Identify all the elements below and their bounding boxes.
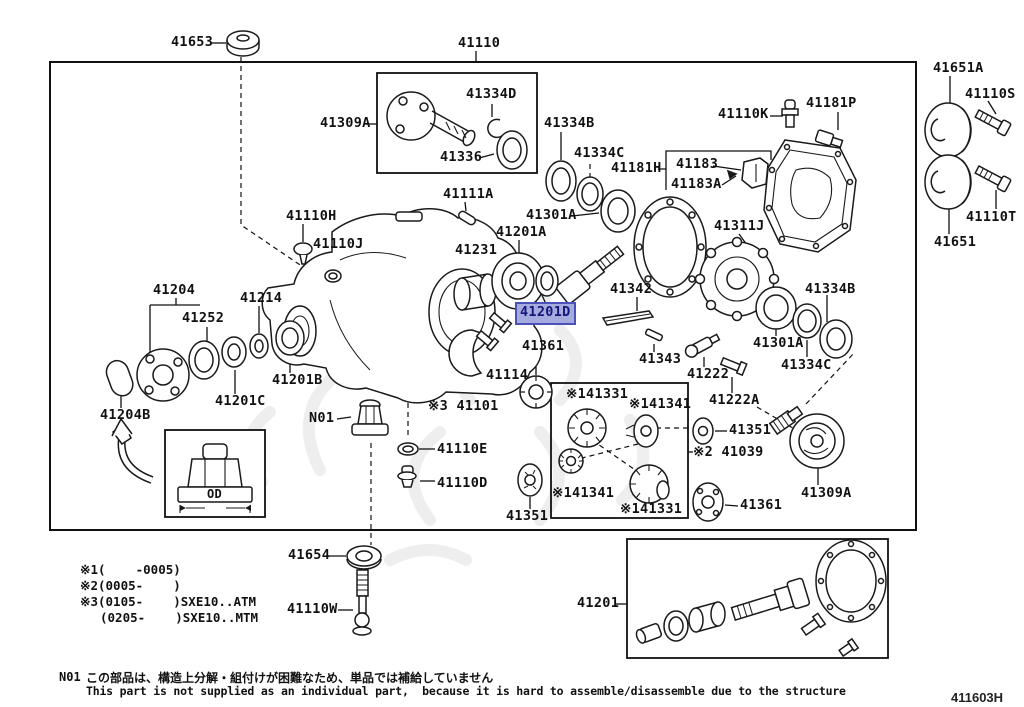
part-label-41654-53[interactable]: 41654 [288, 547, 331, 563]
part-label-41110T-50[interactable]: 41110T [966, 209, 1017, 225]
part-label-41651-51[interactable]: 41651 [934, 234, 977, 250]
part-label-41231-18[interactable]: 41231 [455, 242, 498, 258]
bearing-stack-right-drawing [755, 286, 853, 359]
part-label-41334B-38[interactable]: 41334B [805, 281, 856, 297]
grommet-41653-drawing [226, 30, 260, 57]
part-label-41201C-24[interactable]: 41201C [215, 393, 266, 409]
part-label-141331-43[interactable]: ※141331 [620, 501, 683, 517]
gear-kit-drawing [635, 539, 887, 658]
part-label-41351-44[interactable]: 41351 [729, 422, 772, 438]
leader-lines [120, 42, 997, 611]
part-label-41361-30[interactable]: 41361 [522, 338, 565, 354]
main-diagram-border [49, 61, 917, 531]
ring-gear-diff-case-drawing [633, 196, 780, 322]
legend-line-2: ※2(0005- ) [80, 578, 181, 593]
misc-right-drawing [601, 310, 748, 377]
part-label-41110E-27[interactable]: 41110E [437, 441, 488, 457]
footer-note-english: This part is not supplied as an individu… [86, 684, 846, 698]
drive-pinion-drawing [555, 245, 625, 305]
cushion-drawing [924, 102, 1012, 210]
part-label-41201-52[interactable]: 41201 [577, 595, 620, 611]
od-nut-drawing [177, 443, 253, 513]
part-label-41222A-36[interactable]: 41222A [709, 392, 760, 408]
part-label-41301A-37[interactable]: 41301A [753, 335, 804, 351]
housing-bolts-drawing [293, 210, 476, 283]
footer-note-japanese: この部品は、構造上分解・組付けが困難なため、単品では補給していません [86, 671, 494, 685]
part-label-41336-4[interactable]: 41336 [440, 149, 483, 165]
legend-line-1: ※1( -0005) [80, 562, 181, 577]
part-label-41309A-2[interactable]: 41309A [320, 115, 371, 131]
part-label-41309A-47[interactable]: 41309A [801, 485, 852, 501]
part-label-141341-42[interactable]: ※141341 [552, 485, 615, 501]
bearing-cap-drawing [448, 311, 513, 377]
thrust-washers-right-drawing [692, 417, 724, 522]
part-label-41334B-5[interactable]: 41334B [544, 115, 595, 131]
part-label-41214-22[interactable]: 41214 [240, 290, 283, 306]
part-label-41110D-28[interactable]: 41110D [437, 475, 488, 491]
part-label-41361-46[interactable]: 41361 [740, 497, 783, 513]
part-label-41204-20[interactable]: 41204 [153, 282, 196, 298]
part-label-241039-45[interactable]: ※2 41039 [693, 444, 764, 460]
thrust-washers-center-drawing [517, 375, 553, 497]
part-label-41222-35[interactable]: 41222 [687, 366, 730, 382]
inset-box-gear-kit [626, 538, 889, 659]
drain-plug-drawing [397, 442, 419, 488]
part-label-41114-31[interactable]: 41114 [486, 367, 529, 383]
part-label-41653-0[interactable]: 41653 [171, 34, 214, 50]
rear-cover-drawing [763, 139, 857, 253]
pinion-bearing-set-drawing [453, 252, 559, 311]
part-label-141341-41[interactable]: ※141341 [629, 396, 692, 412]
part-label-41651A-48[interactable]: 41651A [933, 60, 984, 76]
part-label-41334C-39[interactable]: 41334C [781, 357, 832, 373]
part-label-41110J-17[interactable]: 41110J [313, 236, 364, 252]
part-label-41201A-14[interactable]: 41201A [496, 224, 547, 240]
part-label-41110K-10[interactable]: 41110K [718, 106, 769, 122]
part-label-41111A-15[interactable]: 41111A [443, 186, 494, 202]
part-label-41110W-54[interactable]: 41110W [287, 601, 338, 617]
part-drawings [105, 30, 1012, 658]
part-label-41342-33[interactable]: 41342 [610, 281, 653, 297]
part-label-41334D-3[interactable]: 41334D [466, 86, 517, 102]
part-label-41110S-49[interactable]: 41110S [965, 86, 1016, 102]
part-label-41110-1[interactable]: 41110 [458, 35, 501, 51]
side-gear-shaft-drawing [768, 405, 845, 469]
part-label-41301A-13[interactable]: 41301A [526, 207, 577, 223]
bearing-stack-upper-drawing [545, 160, 636, 233]
legend-line-4: (0205- )SXE10..MTM [100, 610, 259, 625]
companion-flange-drawing [386, 91, 528, 170]
part-label-41204B-25[interactable]: 41204B [100, 407, 151, 423]
inset-box-companion-flange [376, 72, 538, 174]
footer-note-id: N01 [59, 670, 81, 684]
part-label-41110H-16[interactable]: 41110H [286, 208, 337, 224]
part-label-41252-21[interactable]: 41252 [182, 310, 225, 326]
part-label-41201B-23[interactable]: 41201B [272, 372, 323, 388]
drawing-code: 411603H [951, 690, 1004, 705]
part-label-selected-41201D-19[interactable]: 41201D [515, 302, 576, 325]
pinion-nut-drawing [351, 399, 389, 436]
part-label-41351-29[interactable]: 41351 [506, 508, 549, 524]
od-reference-arrow [111, 417, 154, 484]
part-label-41181H-7[interactable]: 41181H [611, 160, 662, 176]
part-label-N01-26[interactable]: N01 [309, 410, 335, 426]
part-label-41183-8[interactable]: 41183 [676, 156, 719, 172]
output-flange-chain-drawing [105, 320, 305, 402]
part-label-41183A-9[interactable]: 41183A [671, 176, 722, 192]
part-label-141331-40[interactable]: ※141331 [566, 386, 629, 402]
part-label-41334C-6[interactable]: 41334C [574, 145, 625, 161]
breather-plug-drawing [781, 99, 844, 149]
part-label-OD-55: OD [207, 487, 223, 501]
part-label-41343-34[interactable]: 41343 [639, 351, 682, 367]
part-label-41181P-11[interactable]: 41181P [806, 95, 857, 111]
diff-gears-drawing [558, 408, 670, 504]
lower-grommet-stud-drawing [346, 545, 382, 636]
part-label-341101-32[interactable]: ※3 41101 [428, 398, 499, 414]
inset-box-diff-gears [550, 382, 689, 519]
legend-line-3: ※3(0105- )SXE10..ATM [80, 594, 257, 609]
clip-41183-drawing [726, 157, 769, 189]
part-label-41311J-12[interactable]: 41311J [714, 218, 765, 234]
